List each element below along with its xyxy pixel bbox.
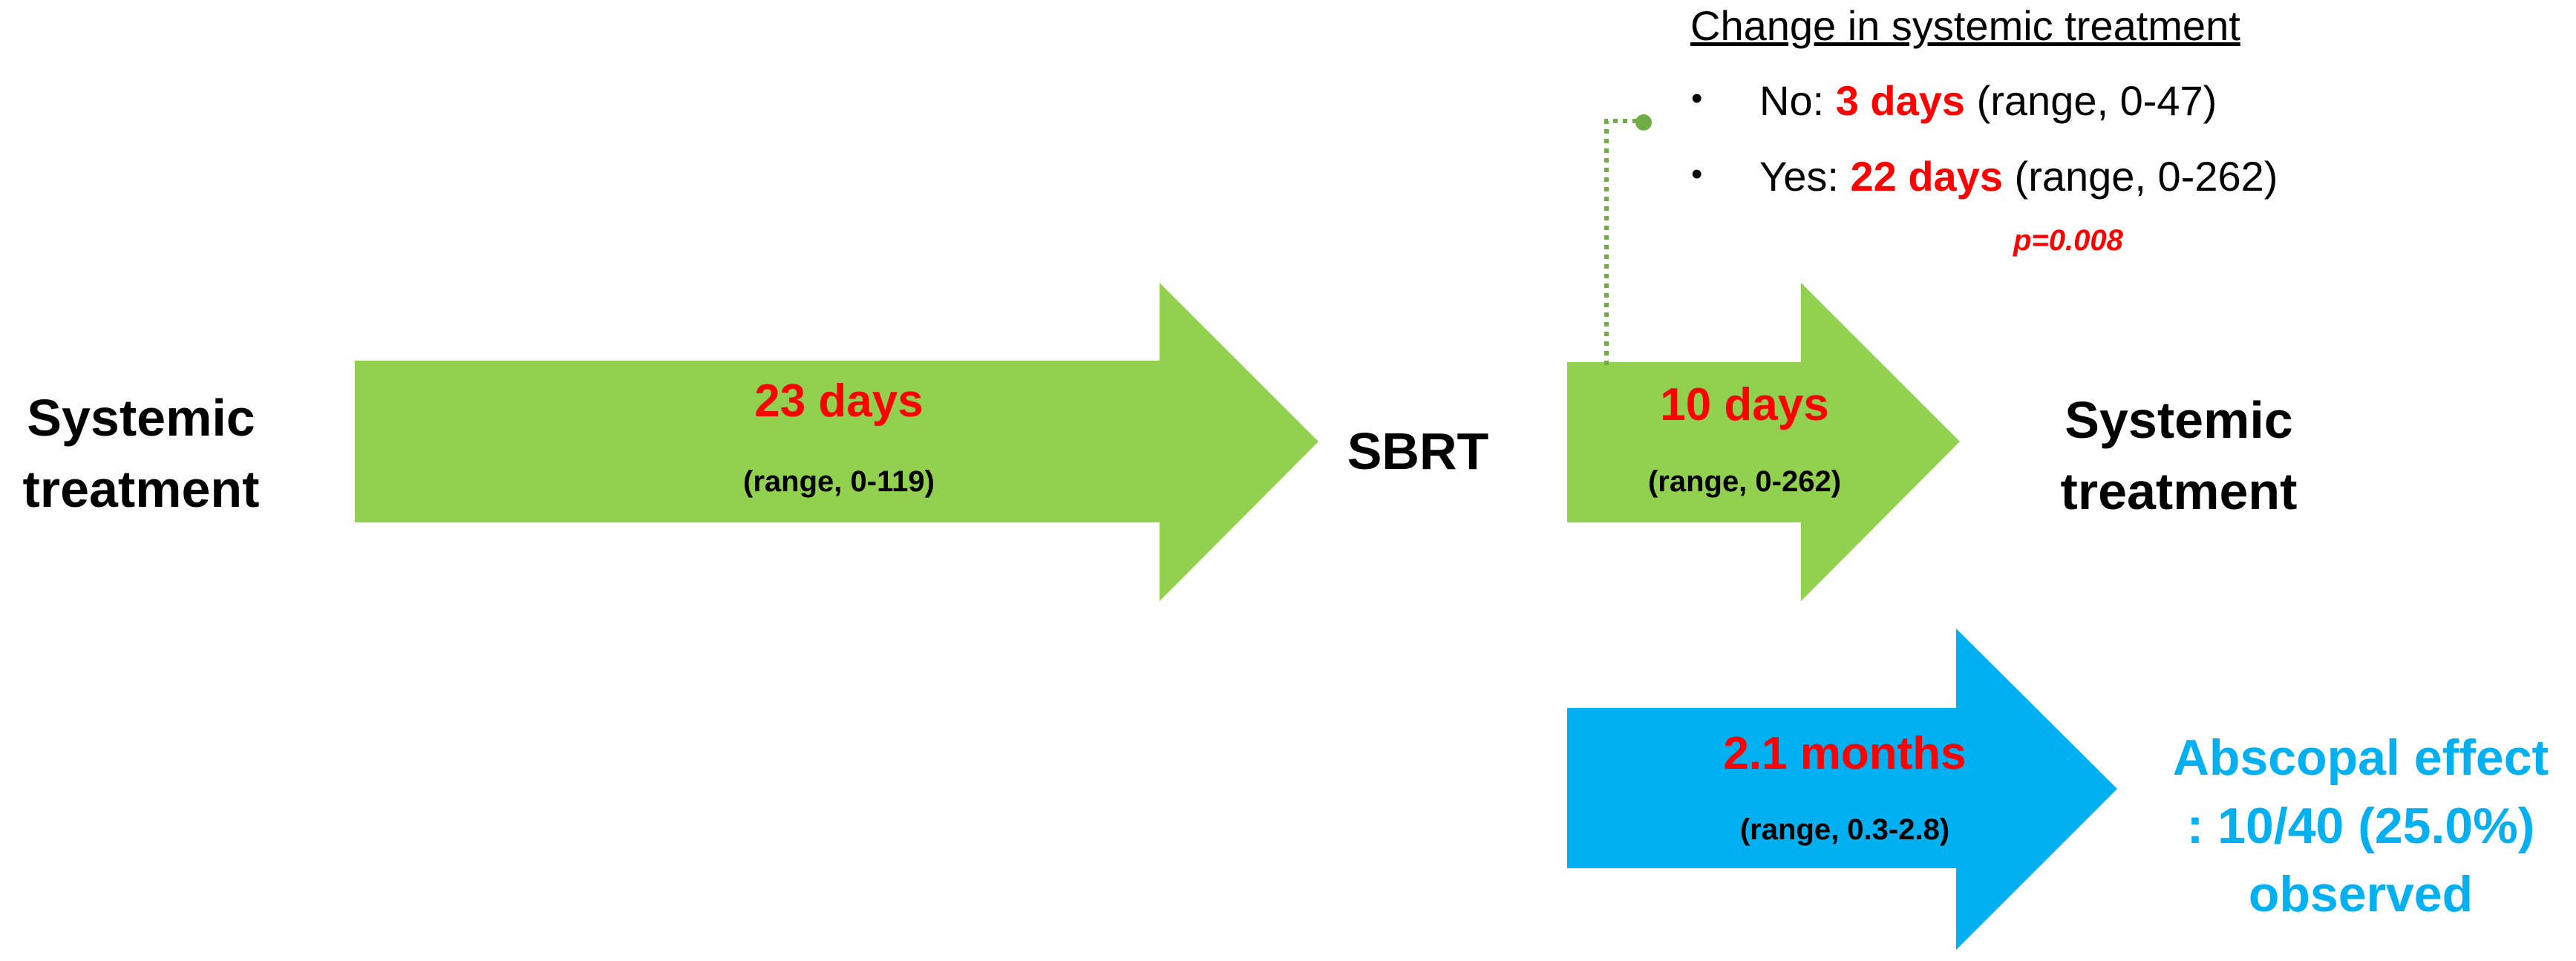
note-connector-dot bbox=[1635, 114, 1652, 131]
note-item-yes-suffix: (range, 0-262) bbox=[2002, 153, 2278, 200]
note-item-yes-value: 22 days bbox=[1850, 153, 2003, 200]
node-label-start-text: Systemic treatment bbox=[22, 389, 260, 518]
abscopal-line-2: : 10/40 (25.0%) bbox=[2186, 798, 2535, 854]
node-label-sbrt-text: SBRT bbox=[1347, 422, 1489, 480]
arrow-1-duration: 23 days bbox=[754, 375, 923, 427]
note-item-yes: Yes: 22 days (range, 0-262) bbox=[1759, 152, 2278, 200]
arrow-sbrt-to-systemic bbox=[1567, 283, 1960, 601]
note-p-value: p=0.008 bbox=[2013, 224, 2123, 257]
arrow-abscopal bbox=[1567, 629, 2117, 950]
note-bullet-2: • bbox=[1691, 156, 1703, 192]
note-bullet-1: • bbox=[1691, 80, 1703, 117]
abscopal-line-1: Abscopal effect bbox=[2172, 729, 2549, 786]
note-connector-line bbox=[1604, 119, 1642, 365]
abscopal-line-3: observed bbox=[2248, 866, 2474, 922]
note-item-no-prefix: No: bbox=[1759, 77, 1836, 124]
node-label-start: Systemic treatment bbox=[7, 382, 275, 525]
note-item-no-suffix: (range, 0-47) bbox=[1965, 77, 2217, 124]
abscopal-effect-label: Abscopal effect : 10/40 (25.0%) observed bbox=[2145, 724, 2576, 928]
node-label-sbrt: SBRT bbox=[1329, 416, 1507, 487]
node-label-end: Systemic treatment bbox=[2034, 384, 2324, 527]
arrow-1-range: (range, 0-119) bbox=[743, 465, 935, 498]
node-label-end-text: Systemic treatment bbox=[2060, 391, 2298, 520]
note-item-yes-prefix: Yes: bbox=[1759, 153, 1851, 200]
note-item-no: No: 3 days (range, 0-47) bbox=[1759, 76, 2217, 125]
arrow-3-range: (range, 0.3-2.8) bbox=[1739, 813, 1950, 846]
arrow-3-duration: 2.1 months bbox=[1723, 728, 1967, 779]
arrow-2-duration: 10 days bbox=[1660, 379, 1829, 430]
arrow-2-range: (range, 0-262) bbox=[1647, 465, 1842, 498]
note-title: Change in systemic treatment bbox=[1690, 2, 2240, 49]
arrow-systemic-to-sbrt bbox=[355, 283, 1318, 601]
note-item-no-value: 3 days bbox=[1835, 77, 1966, 124]
